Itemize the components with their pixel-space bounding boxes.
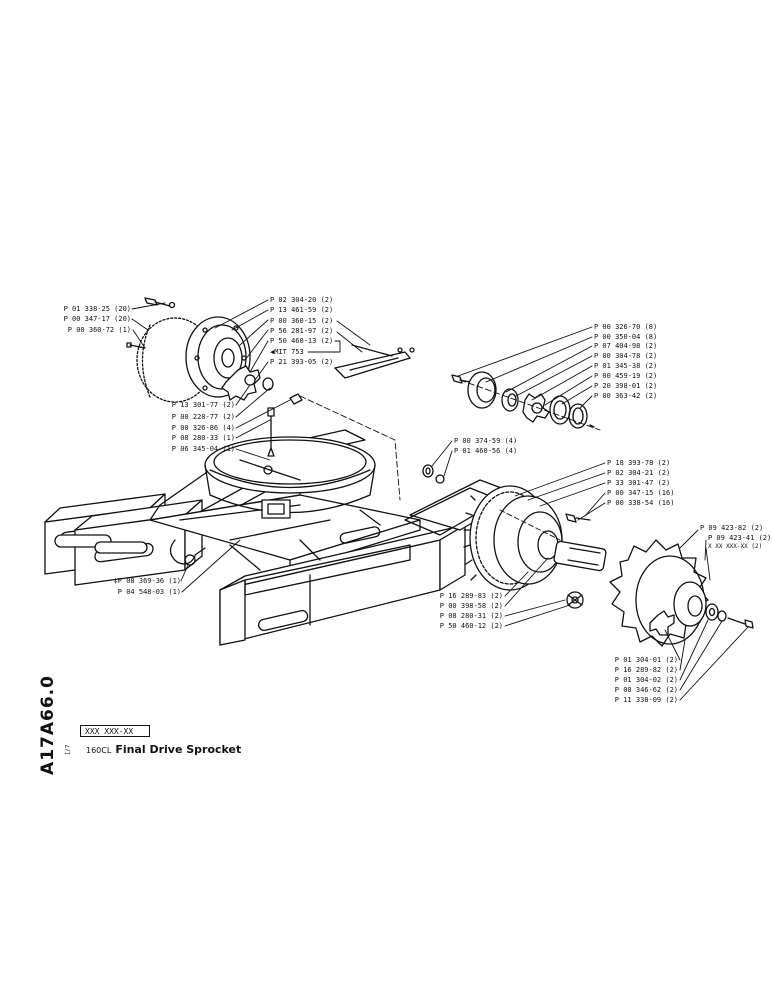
part-label: P 06 345-04 (1) [171,445,235,453]
part-label: P 00 347-17 (20) [63,315,131,323]
part-label: P 13 301-77 (2) [171,401,235,409]
part-label: P 00 326-70 (8) [594,323,658,331]
part-label: P 08 280-33 (1) [171,434,235,442]
part-label: P 01 345-38 (2) [594,362,658,370]
slewing-ring [204,436,376,519]
part-label: P 01 304-01 (2) [614,656,678,664]
part-label: P 20 398-01 (2) [594,382,658,390]
part-label: P 04 548-03 (1) [117,588,181,596]
part-label: P 00 459-19 (2) [594,372,658,380]
part-label: P 07 404-98 (2) [594,342,658,350]
part-label: P 50 460-13 (2) [270,337,334,345]
part-label: ‡P 08 369-36 (1) [113,577,181,585]
part-label: P 21 393-05 (2) [270,358,334,366]
part-label: P 18 393-78 (2) [607,459,671,467]
part-label: P 33 301-47 (2) [607,479,671,487]
part-code-box: XXX XXX-XX [80,725,150,737]
part-label: P 02 304-20 (2) [270,296,334,304]
part-label: P 16 289-82 (2) [614,666,678,674]
part-label: P 13 461-59 (2) [270,306,334,314]
final-drive-motor [126,297,274,403]
title-text: Final Drive Sprocket [115,743,242,756]
part-label: P 00 304-78 (2) [594,352,658,360]
part-label: P 00 363-42 (2) [594,392,658,400]
undercarriage-frame [44,429,466,646]
bolt-icon [267,393,303,457]
planetary-gear-ring [404,479,607,591]
leader-lines [131,299,749,701]
arrow-left-icon: ◀ [270,348,275,356]
part-label: P 00 350-04 (8) [594,333,658,341]
part-label: P 01 304-02 (2) [614,676,678,684]
part-label: P 08 280-31 (2) [439,612,503,620]
part-label: P 00 374-59 (4) [454,437,518,445]
part-label: X XX XXX-XX (2) [708,543,763,550]
part-label: P 56 281-97 (2) [270,327,334,335]
document-id: A17A66.0 [38,675,58,775]
guard-plate [334,344,415,379]
part-label: P 50 460-12 (2) [439,622,503,630]
part-label: P 00 360-15 (2) [270,317,334,325]
part-label: P 00 398-58 (2) [439,602,503,610]
shackle-icon [169,539,206,566]
part-label: ◀MIT 753 [270,348,304,356]
part-label: P 09 423-82 (2) [700,524,764,532]
model-number: 160CL [86,746,112,755]
part-label: P 00 228-77 (2) [171,413,235,421]
part-label: P 01 460-56 (4) [454,447,518,455]
part-label: P 09 423-41 (2) [708,534,772,542]
part-label: P 11 338-09 (2) [614,696,678,704]
part-label: P 00 347-15 (16) [607,489,675,497]
part-label: P 02 304-21 (2) [607,469,671,477]
part-label: P 00 360-72 (1) [67,326,131,334]
bearing-seal-group [451,371,595,429]
part-label: P 00 346-62 (2) [614,686,678,694]
page-number: 1/7 [64,744,72,756]
part-label: P 00 338-54 (16) [607,499,675,507]
part-label: P 00 326-86 (4) [171,424,235,432]
part-label: P 01 338-25 (20) [63,305,131,313]
cone-bearing-icon [566,591,584,609]
part-label: P 16 289-83 (2) [439,592,503,600]
drive-sprocket [609,539,754,647]
washer-icon [422,464,445,484]
